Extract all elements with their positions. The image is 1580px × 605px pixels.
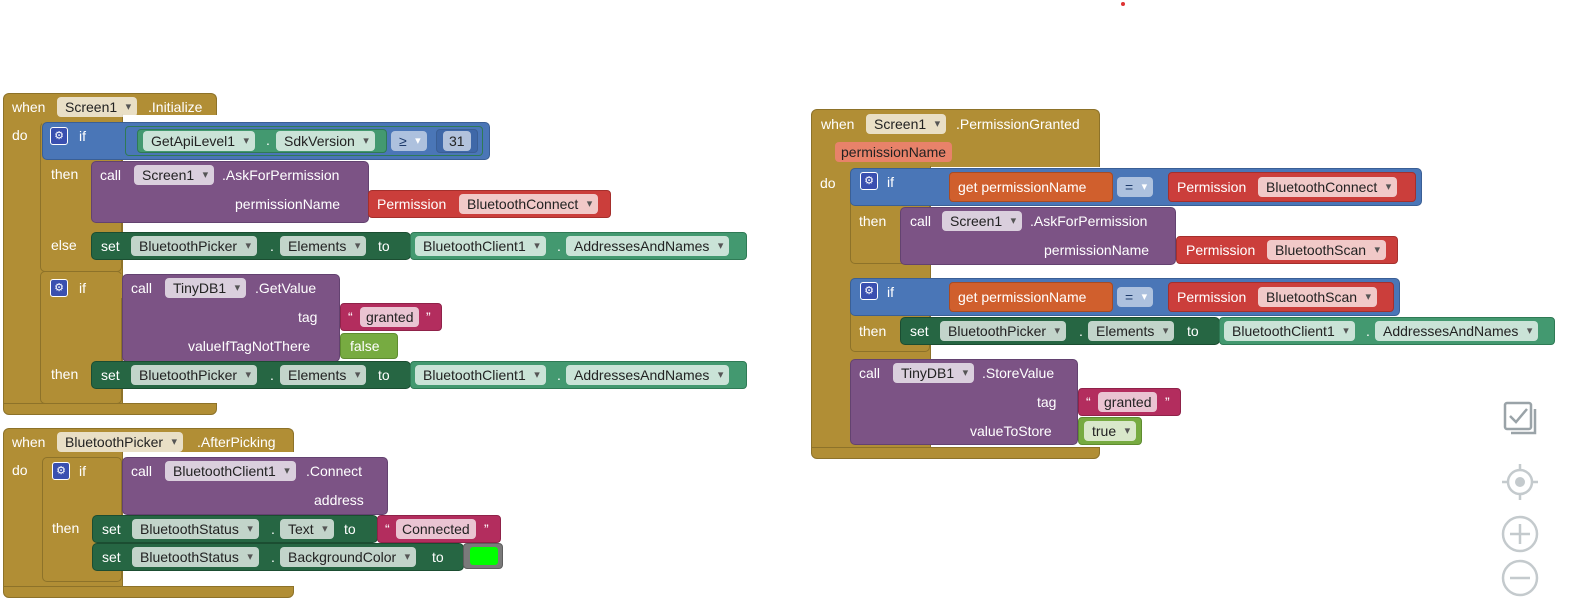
property-dropdown[interactable]: Elements <box>280 365 367 385</box>
text-field[interactable]: granted <box>1098 392 1158 412</box>
if-label: if <box>79 463 86 479</box>
mutator-gear-icon[interactable]: ⚙ <box>50 127 68 145</box>
mutator-gear-icon[interactable]: ⚙ <box>860 282 878 300</box>
then-label: then <box>51 166 79 182</box>
get-variable-block[interactable] <box>949 282 1113 312</box>
property-dropdown[interactable]: AddressesAndNames <box>1375 321 1539 341</box>
then-label: then <box>859 323 887 339</box>
if-label: if <box>79 128 86 144</box>
operator-dropdown[interactable]: ≥ <box>391 131 427 151</box>
then-label: then <box>51 366 79 382</box>
mutator-gear-icon[interactable]: ⚙ <box>52 462 70 480</box>
param-label: permissionName <box>235 196 341 212</box>
operator-dropdown[interactable]: = <box>1117 287 1154 307</box>
color-swatch[interactable] <box>470 547 498 565</box>
do-label: do <box>12 462 28 478</box>
when-label: when <box>821 116 855 132</box>
else-label: else <box>51 237 77 253</box>
component-dropdown[interactable]: GetApiLevel1 <box>143 131 256 151</box>
red-dot <box>1121 2 1125 6</box>
event-name: .Initialize <box>148 99 203 115</box>
logic-false-block[interactable] <box>340 333 398 359</box>
component-dropdown[interactable]: Screen1 <box>942 211 1023 231</box>
mutator-gear-icon[interactable]: ⚙ <box>860 172 878 190</box>
when-label: when <box>12 434 46 450</box>
component-dropdown[interactable]: BluetoothClient1 <box>415 365 546 385</box>
get-variable-block[interactable] <box>949 172 1113 202</box>
event-name: .AfterPicking <box>197 434 276 450</box>
if-label: if <box>79 280 86 296</box>
then-label: then <box>859 213 887 229</box>
if-label: if <box>887 284 894 300</box>
checklist-icon[interactable] <box>1502 400 1538 436</box>
permission-dropdown[interactable]: BluetoothConnect <box>459 194 599 214</box>
property-dropdown[interactable]: AddressesAndNames <box>566 236 730 256</box>
zoom-in-icon[interactable] <box>1501 515 1539 553</box>
component-dropdown[interactable]: Screen1 <box>866 114 947 134</box>
property-dropdown[interactable]: AddressesAndNames <box>566 365 730 385</box>
operator-dropdown[interactable]: = <box>1117 177 1154 197</box>
event-name: .PermissionGranted <box>956 116 1080 132</box>
text-field[interactable]: Connected <box>396 519 476 539</box>
property-dropdown[interactable]: Elements <box>280 236 367 256</box>
component-dropdown[interactable]: Screen1 <box>134 165 215 185</box>
then-label: then <box>52 520 80 536</box>
method-name: .AskForPermission <box>222 167 340 183</box>
text-field[interactable]: granted <box>360 307 420 327</box>
logic-dropdown[interactable]: true <box>1084 421 1137 441</box>
component-dropdown[interactable]: Screen1 <box>57 97 138 117</box>
property-dropdown[interactable]: Text <box>280 519 334 539</box>
method-name: .StoreValue <box>982 365 1055 381</box>
zoom-out-icon[interactable] <box>1501 559 1539 597</box>
event-param[interactable]: permissionName <box>835 142 953 162</box>
property-dropdown[interactable]: BackgroundColor <box>280 547 417 567</box>
if-label: if <box>887 174 894 190</box>
method-name: .Connect <box>306 463 363 479</box>
component-dropdown[interactable]: BluetoothClient1 <box>1224 321 1355 341</box>
call-label: call <box>100 167 122 183</box>
method-name: .AskForPermission <box>1030 213 1148 229</box>
mutator-gear-icon[interactable]: ⚙ <box>50 279 68 297</box>
do-label: do <box>12 127 28 143</box>
component-dropdown[interactable]: BluetoothPicker <box>57 432 184 452</box>
component-dropdown[interactable]: BluetoothPicker <box>940 321 1067 341</box>
component-dropdown[interactable]: BluetoothClient1 <box>415 236 546 256</box>
when-label: when <box>12 99 46 115</box>
component-dropdown[interactable]: TinyDB1 <box>165 278 247 298</box>
component-dropdown[interactable]: BluetoothPicker <box>131 365 258 385</box>
permission-dropdown[interactable]: BluetoothConnect <box>1258 177 1398 197</box>
permission-dropdown[interactable]: BluetoothScan <box>1267 240 1387 260</box>
property-dropdown[interactable]: Elements <box>1088 321 1175 341</box>
permission-dropdown[interactable]: BluetoothScan <box>1258 287 1378 307</box>
component-dropdown[interactable]: BluetoothClient1 <box>165 461 296 481</box>
number-field[interactable]: 31 <box>443 131 471 151</box>
do-label: do <box>820 175 836 191</box>
method-name: .GetValue <box>255 280 317 296</box>
recenter-icon[interactable] <box>1501 463 1539 501</box>
component-dropdown[interactable]: BluetoothStatus <box>132 547 259 567</box>
component-dropdown[interactable]: BluetoothPicker <box>131 236 258 256</box>
property-dropdown[interactable]: SdkVersion <box>276 131 375 151</box>
component-dropdown[interactable]: BluetoothStatus <box>132 519 259 539</box>
component-dropdown[interactable]: TinyDB1 <box>893 363 975 383</box>
